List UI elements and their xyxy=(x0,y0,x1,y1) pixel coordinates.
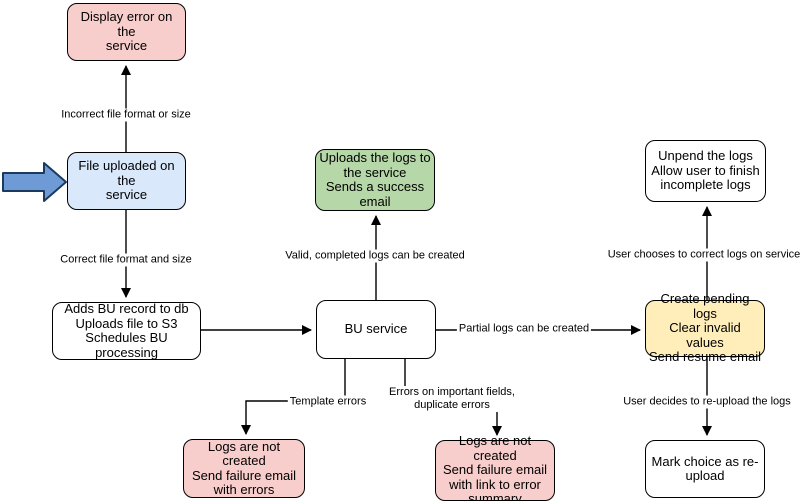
edge-label-template-errors: Template errors xyxy=(287,395,369,409)
node-label: Mark choice as re- upload xyxy=(651,453,759,483)
node-label: File uploaded on the service xyxy=(78,158,175,203)
node-adds-bu-record: Adds BU record to db Uploads file to S3 … xyxy=(52,301,201,360)
node-file-uploaded: File uploaded on the service xyxy=(67,152,186,210)
edge-label-incorrect-format: Incorrect file format or size xyxy=(59,108,193,122)
node-label: Logs are not created Send failure email … xyxy=(442,433,548,501)
input-arrow-icon xyxy=(2,162,67,202)
node-unpend-logs: Unpend the logs Allow user to finish inc… xyxy=(645,140,766,202)
edge-label-user-chooses: User chooses to correct logs on service xyxy=(605,248,801,262)
node-display-error: Display error on the service xyxy=(67,3,186,61)
edge-label-correct-format: Correct file format and size xyxy=(58,253,194,267)
edge-label-partial-logs: Partial logs can be created xyxy=(456,322,592,336)
node-label: Logs are not created Send failure email … xyxy=(191,438,297,497)
node-label: Unpend the logs Allow user to finish inc… xyxy=(651,148,760,193)
node-bu-service: BU service xyxy=(316,300,436,359)
node-label: Display error on the service xyxy=(80,9,173,54)
edge-label-user-decides: User decides to re-upload the logs xyxy=(621,395,793,409)
node-label: Create pending logs Clear invalid values… xyxy=(649,291,761,365)
node-create-pending-logs: Create pending logs Clear invalid values… xyxy=(645,292,765,364)
edge-label-field-errors: Errors on important fields, duplicate er… xyxy=(387,386,517,412)
node-label: Adds BU record to db Uploads file to S3 … xyxy=(64,301,189,360)
node-mark-choice-reupload: Mark choice as re- upload xyxy=(645,440,765,498)
node-label: BU service xyxy=(344,321,408,337)
node-logs-not-created-errors: Logs are not created Send failure email … xyxy=(183,439,305,498)
node-logs-not-created-summary: Logs are not created Send failure email … xyxy=(435,434,555,501)
edge-label-valid-logs: Valid, completed logs can be created xyxy=(283,249,467,263)
node-label: Uploads the logs to the service Sends a … xyxy=(319,150,431,209)
node-uploads-logs: Uploads the logs to the service Sends a … xyxy=(315,149,435,211)
